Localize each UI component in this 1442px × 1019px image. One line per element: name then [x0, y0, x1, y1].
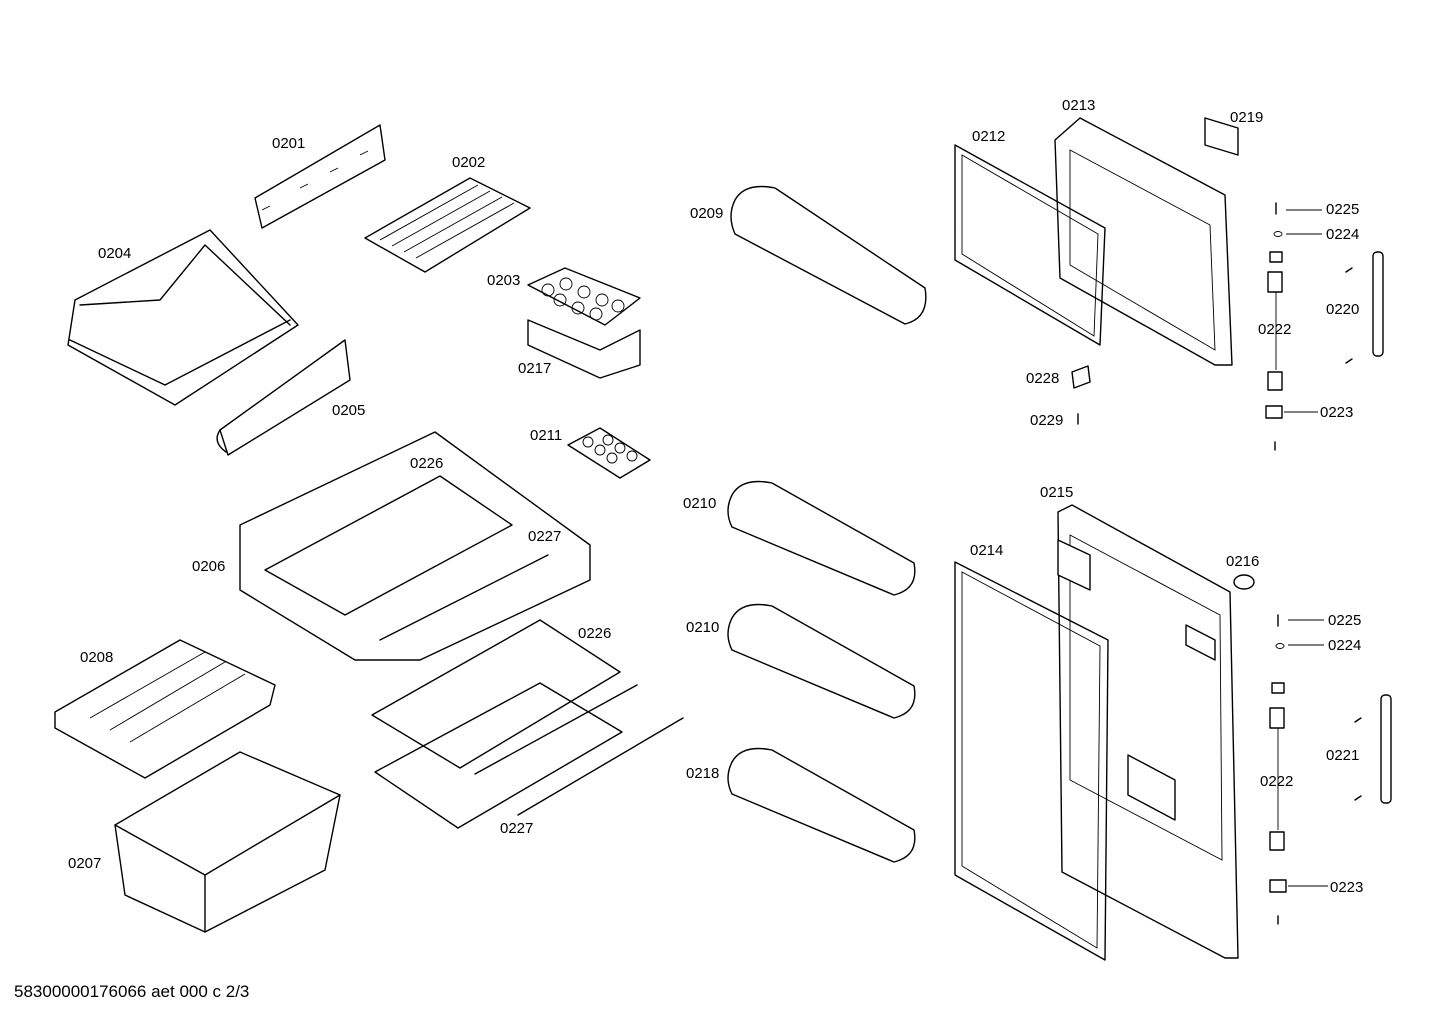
part-0203-egg-holder — [527, 267, 641, 326]
part-0217-box — [527, 319, 641, 379]
label-0214: 0214 — [970, 542, 1003, 559]
label-0224a: 0224 — [1326, 226, 1359, 243]
label-0201: 0201 — [272, 135, 305, 152]
part-0211-egg-tray — [567, 427, 651, 479]
part-0226-glass-shelves — [371, 619, 684, 829]
label-0227a: 0227 — [528, 528, 561, 545]
label-0229: 0229 — [1030, 412, 1063, 429]
label-0216: 0216 — [1226, 553, 1259, 570]
label-0220: 0220 — [1326, 301, 1359, 318]
label-0210b: 0210 — [686, 619, 719, 636]
part-0219-label-plate — [1204, 117, 1239, 156]
part-0213-door-upper — [1054, 117, 1233, 366]
label-0219: 0219 — [1230, 109, 1263, 126]
part-0210-door-bin-upper — [727, 480, 916, 596]
label-0208: 0208 — [80, 649, 113, 666]
label-0223b: 0223 — [1330, 879, 1363, 896]
label-0202: 0202 — [452, 154, 485, 171]
document-id: 58300000176066 aet 000 c 2/3 — [14, 982, 249, 1001]
label-0211: 0211 — [530, 427, 562, 444]
label-0203: 0203 — [487, 272, 520, 289]
part-0216-cap — [1233, 574, 1255, 590]
part-hinge-set-lower — [1269, 614, 1392, 925]
part-0202-grid-shelf — [364, 177, 531, 273]
label-0210a: 0210 — [683, 495, 716, 512]
label-0218: 0218 — [686, 765, 719, 782]
label-0226a: 0226 — [410, 455, 443, 472]
label-0228: 0228 — [1026, 370, 1059, 387]
label-0225b: 0225 — [1328, 612, 1361, 629]
label-0223a: 0223 — [1320, 404, 1353, 421]
part-0208-cover — [54, 639, 276, 779]
part-0228-bracket — [1071, 365, 1091, 389]
label-0215: 0215 — [1040, 484, 1073, 501]
part-0206-shelf-frame — [239, 431, 591, 661]
part-0209-door-bin — [730, 185, 927, 325]
part-0214-door-seal — [954, 561, 1109, 961]
label-0209: 0209 — [690, 205, 723, 222]
label-0205: 0205 — [332, 402, 365, 419]
label-0207: 0207 — [68, 855, 101, 872]
part-0207-crisper — [114, 751, 341, 933]
part-0210-door-bin-middle — [727, 603, 916, 719]
label-0222a: 0222 — [1258, 321, 1291, 338]
label-0204: 0204 — [98, 245, 131, 262]
part-0204-tray — [67, 229, 299, 406]
part-0205-flap — [216, 339, 351, 456]
label-0226b: 0226 — [578, 625, 611, 642]
label-0206: 0206 — [192, 558, 225, 575]
label-0227b: 0227 — [500, 820, 533, 837]
part-hinge-set-upper — [1265, 202, 1384, 451]
label-0213: 0213 — [1062, 97, 1095, 114]
label-0224b: 0224 — [1328, 637, 1361, 654]
label-0212: 0212 — [972, 128, 1005, 145]
label-0221: 0221 — [1326, 747, 1359, 764]
part-0201-panel — [254, 124, 386, 229]
label-0217: 0217 — [518, 360, 551, 377]
part-0212-door-seal — [954, 144, 1106, 346]
part-0215-door-lower — [1057, 504, 1239, 959]
label-0225a: 0225 — [1326, 201, 1359, 218]
part-0218-door-bin-lower — [727, 747, 916, 863]
label-0222b: 0222 — [1260, 773, 1293, 790]
